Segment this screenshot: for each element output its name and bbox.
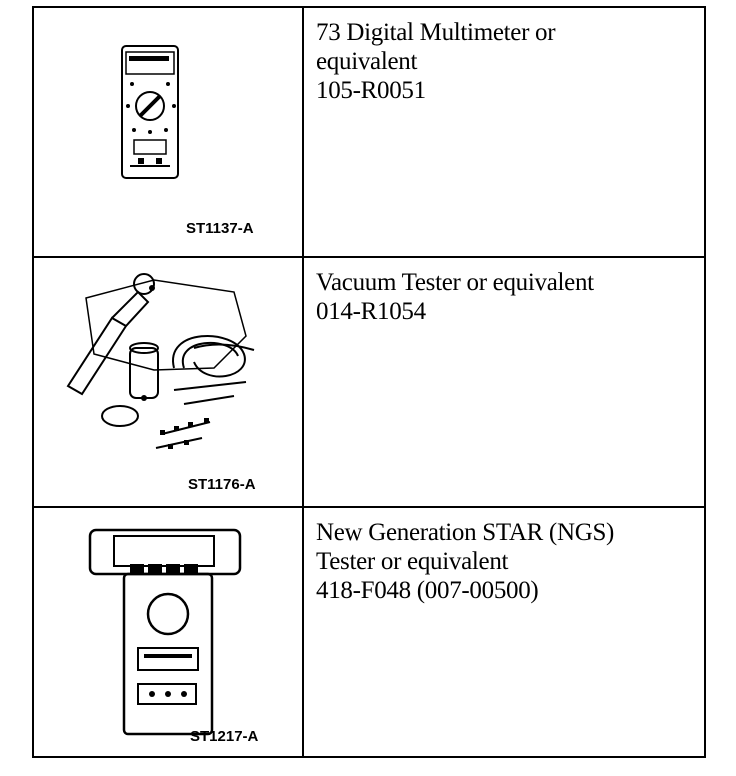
tool-code: ST1137-A <box>186 220 254 237</box>
multimeter-icon <box>121 45 179 179</box>
tool-row-ngs-tester: ST1217-A New Generation STAR (NGS) Teste… <box>32 506 706 758</box>
tool-illustration-cell: ST1217-A <box>32 506 304 758</box>
description-line: 014-R1054 <box>316 298 426 325</box>
ngs-tester-icon <box>88 528 242 736</box>
tool-illustration-cell: ST1176-A <box>32 256 304 508</box>
tool-description: New Generation STAR (NGS) Tester or equi… <box>304 508 704 605</box>
tool-description-cell: Vacuum Tester or equivalent 014-R1054 <box>302 256 706 508</box>
description-line: Tester or equivalent <box>316 548 509 575</box>
tool-row-multimeter: ST1137-A 73 Digital Multimeter or equiva… <box>32 6 706 258</box>
tool-illustration-cell: ST1137-A <box>32 6 304 258</box>
tool-description: 73 Digital Multimeter or equivalent 105-… <box>304 8 704 105</box>
tool-description: Vacuum Tester or equivalent 014-R1054 <box>304 258 704 326</box>
description-line: 418-F048 (007-00500) <box>316 577 539 604</box>
special-tools-table: ST1137-A 73 Digital Multimeter or equiva… <box>32 6 706 758</box>
tool-code: ST1217-A <box>190 728 259 745</box>
description-line: Vacuum Tester or equivalent <box>316 269 594 296</box>
tool-row-vacuum-tester: ST1176-A Vacuum Tester or equivalent 014… <box>32 256 706 508</box>
description-line: New Generation STAR (NGS) <box>316 519 615 546</box>
description-line: 105-R0051 <box>316 77 426 104</box>
description-line: equivalent <box>316 48 418 75</box>
tool-description-cell: 73 Digital Multimeter or equivalent 105-… <box>302 6 706 258</box>
tool-code: ST1176-A <box>188 476 256 493</box>
tool-description-cell: New Generation STAR (NGS) Tester or equi… <box>302 506 706 758</box>
description-line: 73 Digital Multimeter or <box>316 19 556 46</box>
vacuum-tester-icon <box>66 273 255 449</box>
